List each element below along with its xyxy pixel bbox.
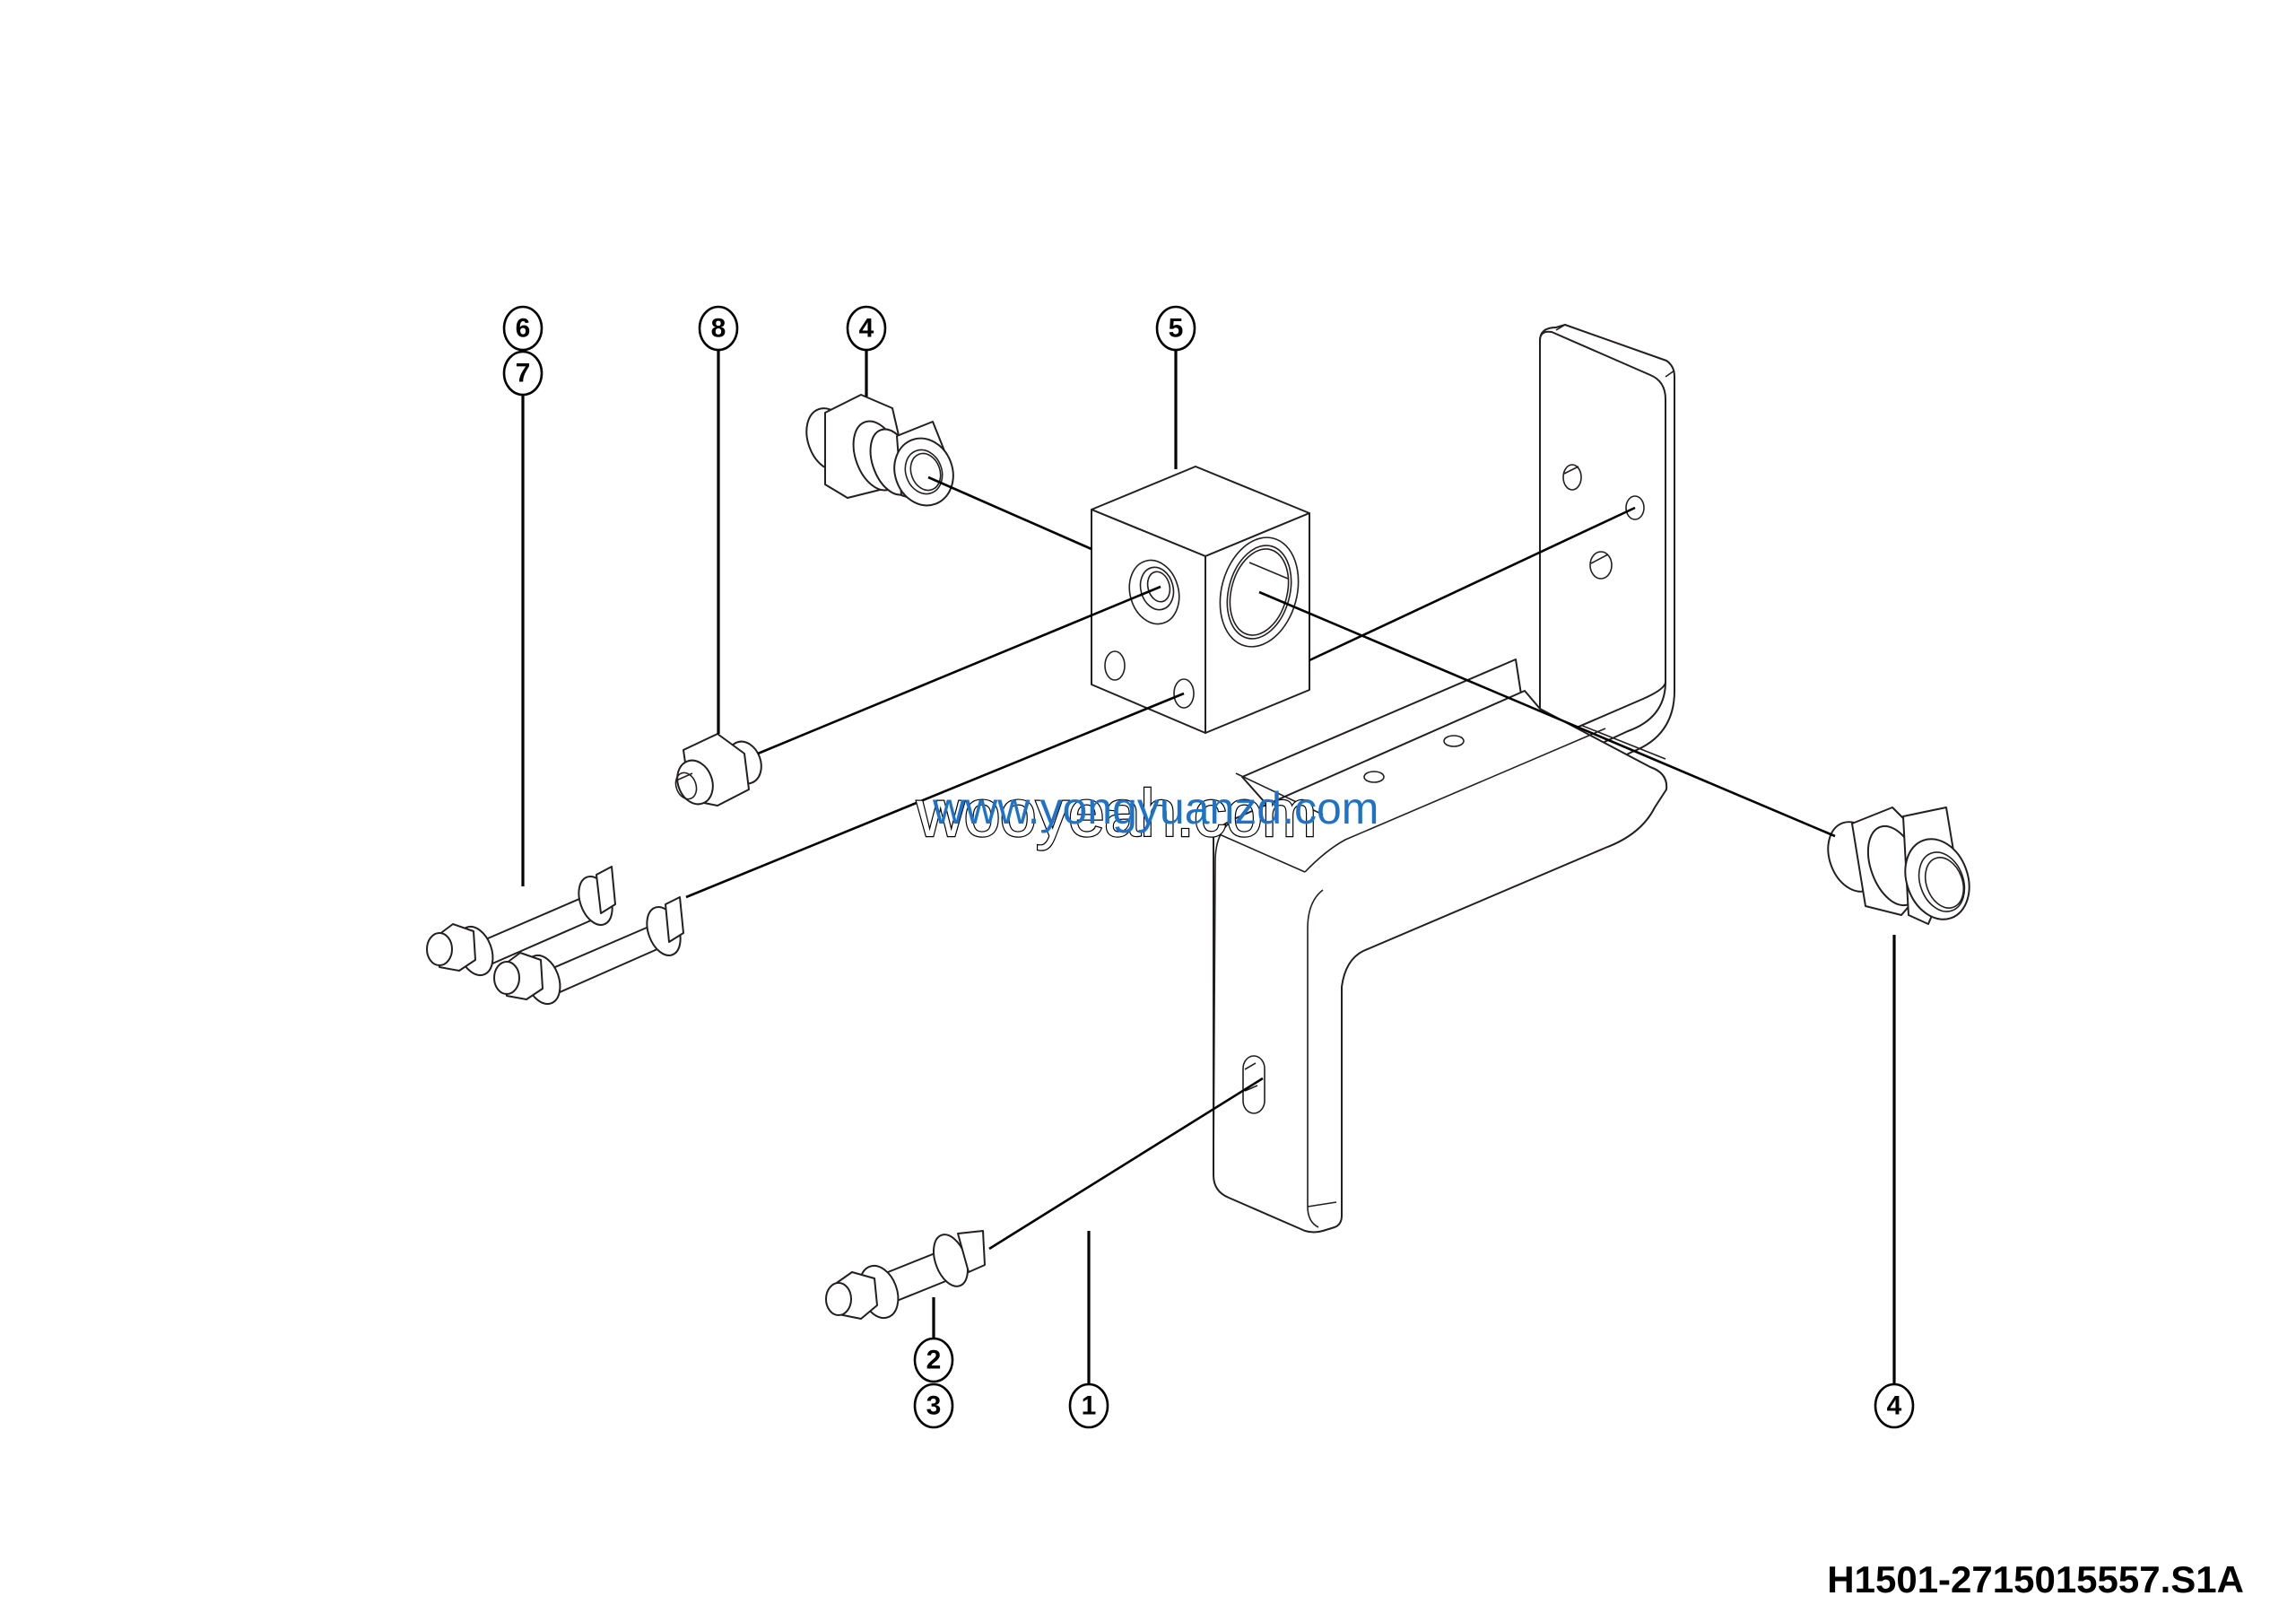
callout-label: 4 [1887,1391,1902,1421]
callout-8: 8 [698,305,739,352]
callout-6: 6 [502,305,544,352]
callout-label: 6 [516,314,531,344]
watermark-blue: www.yongyuanzd.com [932,783,1378,833]
drawing-part-number: H1501-2715015557.S1A [1827,1558,2244,1600]
callout-label: 2 [926,1346,942,1375]
callout-4-upper: 4 [846,305,887,352]
callout-3: 3 [913,1382,954,1429]
bolt-part-6-7-upper [426,866,616,977]
callout-5: 5 [1155,305,1196,352]
leader-lines [521,350,1896,1384]
callout-2: 2 [913,1337,954,1383]
valve-block-part-5 [1091,466,1310,734]
watermark-outline: wooyeah.com [916,776,1317,850]
fitting-part-4-right [1827,807,1970,925]
callout-7: 7 [502,350,544,397]
fitting-part-4-upper [805,394,954,507]
bolt-part-2-3 [825,1230,986,1320]
fitting-part-8 [674,733,762,807]
callout-label: 3 [926,1391,942,1421]
callout-4-lower: 4 [1874,1382,1915,1429]
callout-label: 4 [859,314,874,344]
callout-1: 1 [1068,1382,1109,1429]
callout-label: 8 [711,314,726,344]
callout-label: 7 [516,359,531,388]
bolt-part-6-7-lower [493,896,684,1006]
bracket-part-1 [1213,324,1675,1234]
callout-label: 5 [1169,314,1184,344]
callout-label: 1 [1082,1391,1097,1421]
